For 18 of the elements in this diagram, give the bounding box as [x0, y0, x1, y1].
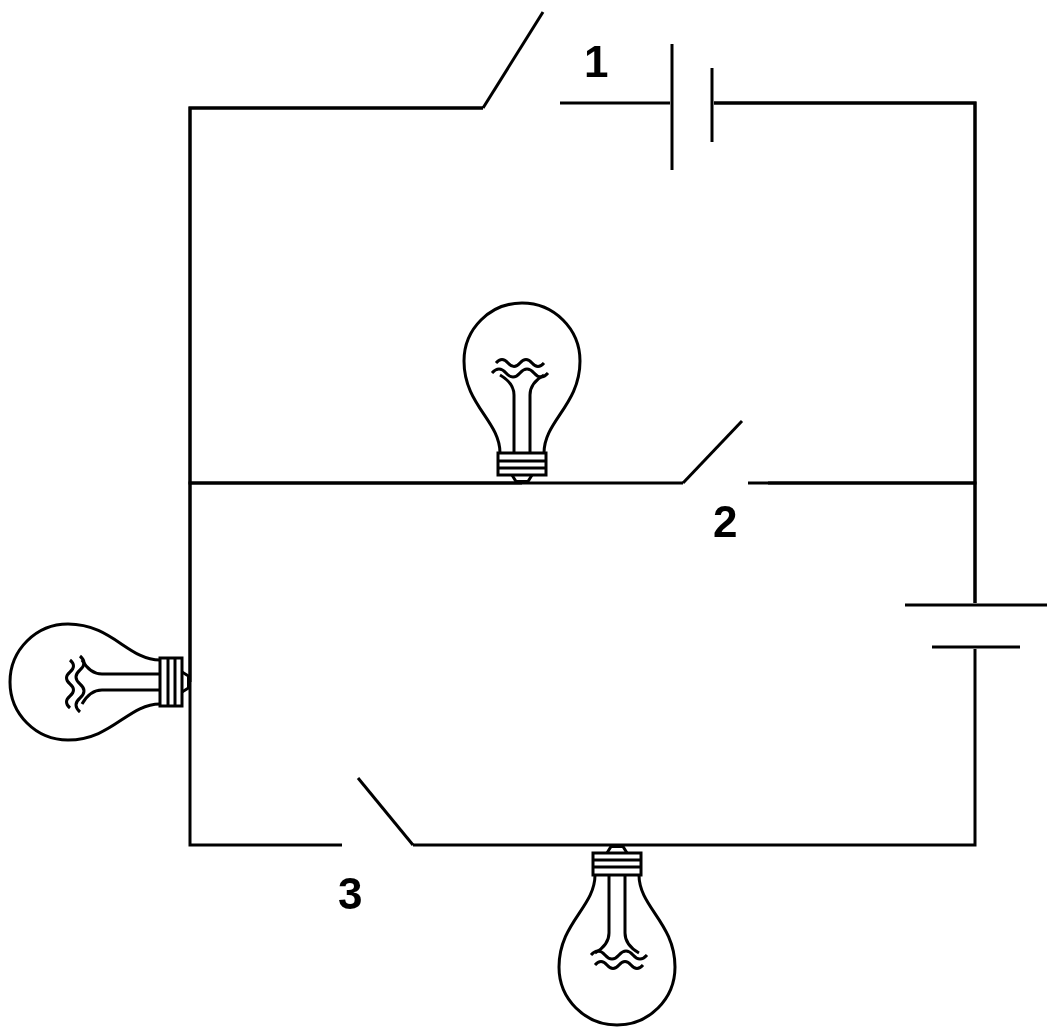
wire [413, 843, 617, 847]
wire [522, 481, 683, 485]
switch-number: 2 [713, 500, 738, 544]
light-bulb-icon [462, 301, 582, 483]
battery-symbol [670, 44, 714, 170]
switch-symbol [322, 777, 415, 847]
wire [188, 481, 522, 682]
switch-symbol [481, 11, 580, 109]
light-bulb-icon [557, 845, 677, 1027]
wire [580, 101, 670, 105]
switch-symbol [681, 419, 768, 485]
switch-number: 3 [338, 872, 363, 916]
wire [617, 649, 977, 847]
wire [188, 682, 322, 847]
light-bulb-icon [8, 622, 190, 742]
switch-number: 1 [584, 40, 609, 84]
battery-symbol [905, 603, 1047, 649]
wire [768, 481, 977, 603]
